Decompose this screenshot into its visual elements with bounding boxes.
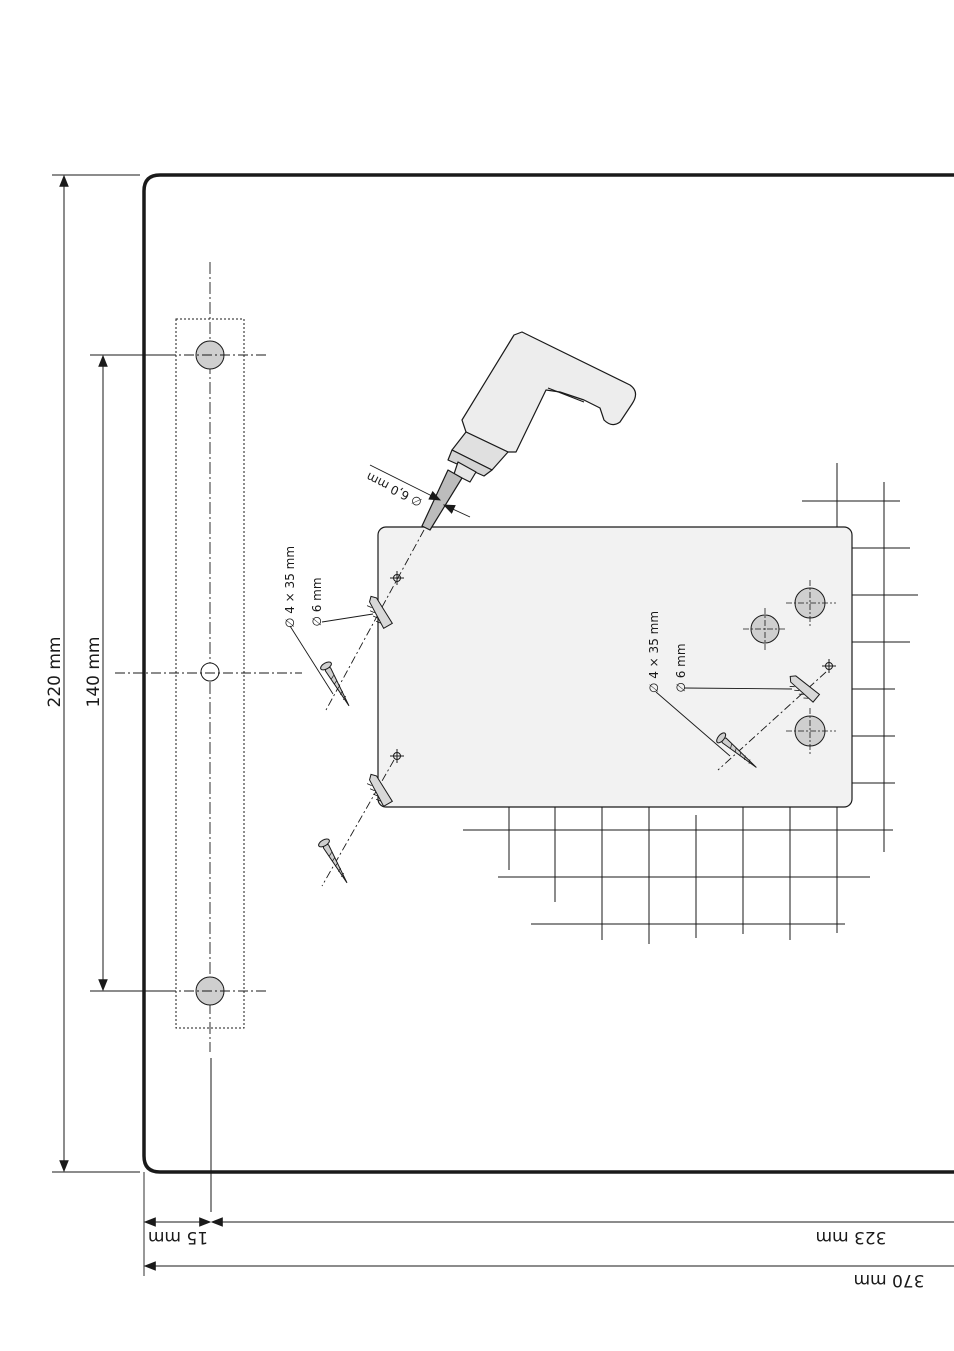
screw-icon: [318, 838, 348, 884]
callout-plug-left: [321, 613, 374, 623]
screw-icon: [320, 661, 350, 707]
screw-size-label-left: ∅ 4 × 35 mm: [283, 546, 297, 628]
drill-bit-label: ∅ 6,0 mm: [364, 470, 424, 510]
plug-size-label-left: ∅ 6 mm: [310, 577, 324, 626]
callout-screw-right: [655, 691, 731, 757]
mount-hole-center: [115, 662, 302, 682]
crosshair-icon: [390, 571, 404, 585]
drill-dim-line-b: [442, 504, 471, 518]
drill-path-lower: [321, 759, 395, 887]
wall-plug-icon: [366, 595, 394, 630]
wall-plug-icon: [789, 675, 821, 703]
plate-hole-1: [786, 580, 836, 626]
callout-plug-right: [683, 687, 793, 690]
drill-dim-line-a: [369, 464, 442, 501]
wall-plug-icon: [366, 773, 394, 808]
crosshair-icon: [822, 659, 836, 673]
plate-hole-3: [786, 708, 836, 754]
device-outline: [142, 173, 954, 1174]
plate-hole-2: [743, 608, 787, 650]
drill-icon: [421, 331, 637, 531]
plug-size-label-right: ∅ 6 mm: [674, 643, 688, 692]
screw-size-label-right: ∅ 4 × 35 mm: [647, 611, 661, 693]
mount-hole-top: [166, 340, 266, 370]
dim-label-323: 323 mm: [816, 1227, 887, 1247]
screw-icon: [716, 732, 757, 768]
drill-path: [325, 529, 425, 711]
dim-label-220: 220 mm: [45, 637, 65, 708]
dim-label-15: 15 mm: [148, 1227, 208, 1247]
dim-label-140: 140 mm: [84, 637, 104, 708]
wall-grid: [463, 463, 918, 944]
mount-hole-bottom: [166, 976, 266, 1006]
crosshair-icon: [390, 749, 404, 763]
wall-plate: [377, 526, 853, 808]
dim-label-370: 370 mm: [854, 1270, 925, 1290]
callout-screw-left: [289, 625, 334, 695]
